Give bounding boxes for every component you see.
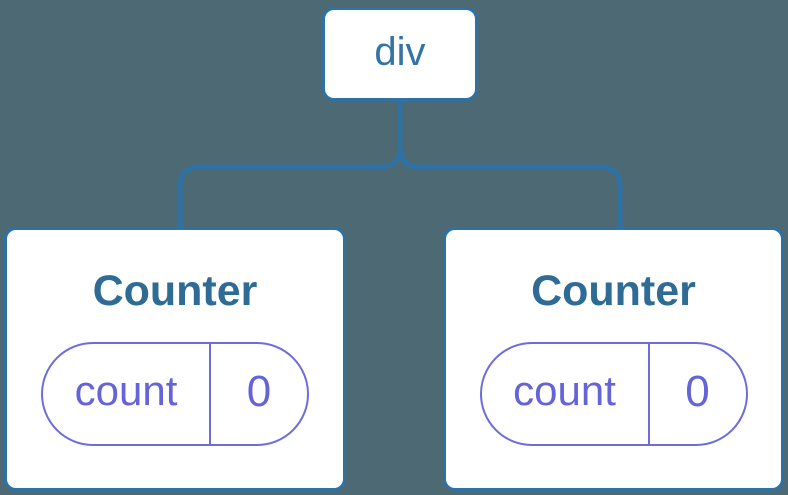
root-node-label: div <box>374 30 426 74</box>
root-node-div: div <box>322 7 478 101</box>
counter-node-right: Counter count 0 <box>443 227 784 491</box>
state-key-section: count <box>482 344 648 444</box>
state-key-section: count <box>43 344 209 444</box>
state-value: 0 <box>685 366 710 416</box>
counter-node-left: Counter count 0 <box>4 227 346 491</box>
state-pill: count 0 <box>41 341 309 446</box>
state-key-label: count <box>513 366 616 414</box>
state-key-label: count <box>74 366 178 414</box>
state-value: 0 <box>246 366 272 416</box>
counter-title: Counter <box>92 267 258 315</box>
state-value-section: 0 <box>647 343 746 444</box>
counter-title: Counter <box>531 267 696 315</box>
state-value-section: 0 <box>209 343 307 444</box>
state-pill: count 0 <box>479 341 748 446</box>
